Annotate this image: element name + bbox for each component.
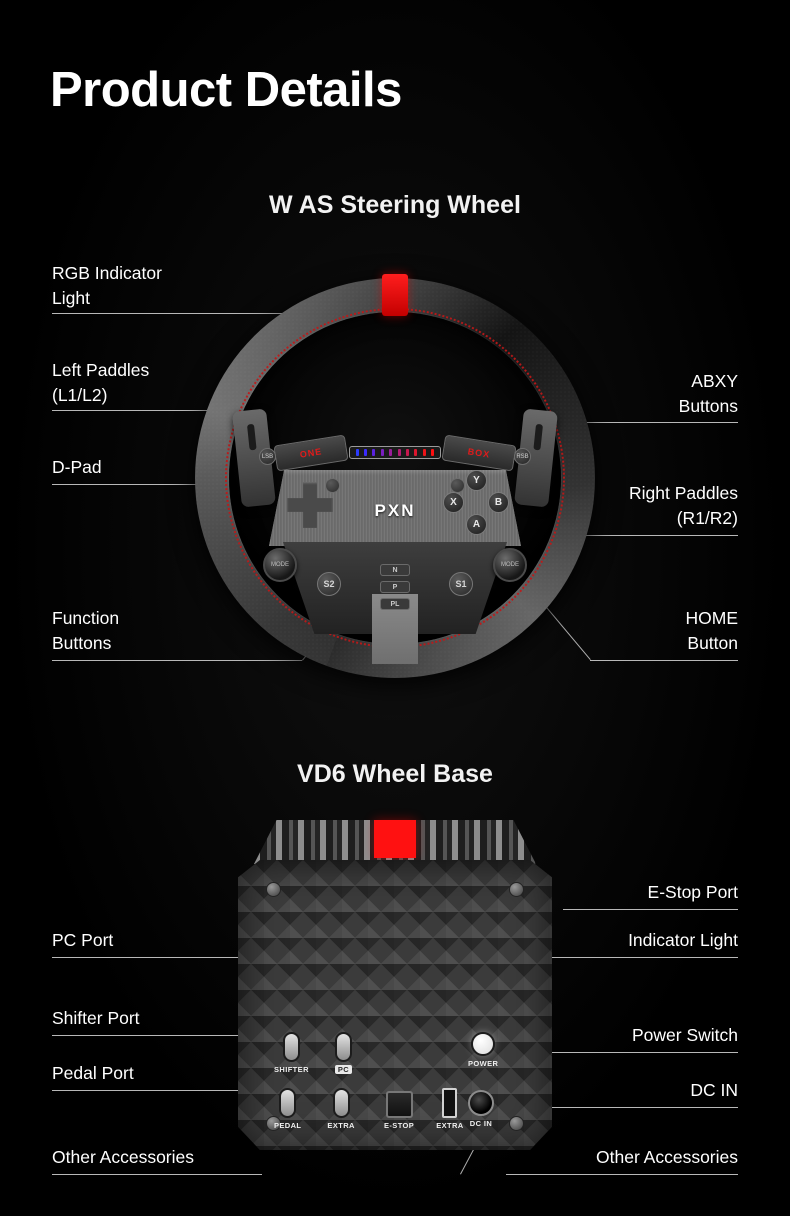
port-pedal[interactable]: PEDAL bbox=[274, 1088, 301, 1130]
callout-pedal-port: Pedal Port bbox=[52, 1063, 134, 1083]
callout-rule bbox=[550, 535, 738, 536]
button-p: P bbox=[380, 581, 410, 593]
dc-in-jack-icon bbox=[468, 1090, 494, 1116]
callout-left-paddles: Left Paddles (L1/L2) bbox=[52, 360, 150, 406]
pxn-logo: PXN bbox=[374, 501, 416, 520]
port-dc-in[interactable]: DC IN bbox=[468, 1090, 494, 1128]
port-label: PEDAL bbox=[274, 1121, 302, 1130]
hub-screw-right bbox=[450, 478, 465, 493]
callout-abxy-buttons: ABXY Buttons bbox=[678, 371, 738, 417]
callout-e-stop-port: E-Stop Port bbox=[647, 882, 738, 902]
port-e-stop[interactable]: E-STOP bbox=[384, 1091, 414, 1130]
callout-rgb-indicator-light: RGB Indicator Light bbox=[52, 263, 162, 309]
button-s1: S1 bbox=[449, 572, 473, 596]
port-label: EXTRA bbox=[436, 1121, 464, 1130]
port-label: DC IN bbox=[469, 1119, 493, 1128]
section-title-wheel-base: VD6 Wheel Base bbox=[297, 760, 493, 788]
callout-rule bbox=[52, 1035, 305, 1036]
port-row-center: E-STOP EXTRA bbox=[384, 1088, 464, 1130]
callout-pc-port: PC Port bbox=[52, 930, 114, 950]
callout-rule bbox=[52, 1174, 262, 1175]
button-y: Y bbox=[466, 470, 487, 491]
extra-jack-icon bbox=[332, 1088, 350, 1118]
rgb-indicator-light bbox=[349, 446, 441, 459]
callout-home-button: HOME Button bbox=[685, 608, 739, 654]
callout-rule bbox=[52, 484, 299, 485]
callout-function-buttons: Function Buttons bbox=[52, 608, 120, 654]
e-stop-jack-icon bbox=[385, 1091, 413, 1118]
wheel-base-image: SHIFTER PC PEDAL EXTRA E-STOP bbox=[238, 820, 552, 1150]
callout-d-pad: D-Pad bbox=[52, 457, 102, 477]
power-indicator[interactable]: POWER bbox=[468, 1032, 498, 1068]
callout-rule bbox=[52, 313, 287, 314]
callout-right-paddles: Right Paddles (R1/R2) bbox=[629, 483, 738, 529]
abxy-button-cluster: Y X B A bbox=[443, 470, 509, 536]
callout-indicator-light: Indicator Light bbox=[628, 930, 738, 950]
callout-shifter-port: Shifter Port bbox=[52, 1008, 140, 1028]
callout-rule bbox=[550, 422, 738, 423]
button-x: X bbox=[443, 492, 464, 513]
base-screw-top-right bbox=[509, 882, 524, 897]
mini-button-lsb: LSB bbox=[259, 448, 276, 465]
port-pc[interactable]: PC bbox=[334, 1032, 353, 1074]
base-screw-bottom-right bbox=[509, 1116, 524, 1131]
callout-other-accessories-left: Other Accessories bbox=[52, 1147, 194, 1167]
port-label: EXTRA bbox=[327, 1121, 355, 1130]
callout-rule bbox=[533, 957, 738, 958]
base-screw-top-left bbox=[266, 882, 281, 897]
port-shifter[interactable]: SHIFTER bbox=[274, 1032, 309, 1074]
base-red-accent bbox=[374, 820, 416, 858]
pc-jack-icon bbox=[335, 1032, 352, 1062]
port-row-bottom: PEDAL EXTRA bbox=[274, 1088, 355, 1130]
port-label: POWER bbox=[468, 1059, 499, 1068]
callout-rule bbox=[52, 660, 302, 661]
port-extra-usb[interactable]: EXTRA bbox=[436, 1088, 463, 1130]
mini-button-rsb: RSB bbox=[514, 448, 531, 465]
button-s2: S2 bbox=[317, 572, 341, 596]
callout-rule bbox=[506, 1174, 738, 1175]
callout-power-switch: Power Switch bbox=[631, 1025, 738, 1045]
callout-rule bbox=[563, 909, 738, 910]
port-label: SHIFTER bbox=[274, 1065, 309, 1074]
function-encoder-right: MODE bbox=[493, 548, 527, 582]
base-screw-bottom-left bbox=[266, 1116, 281, 1131]
section-title-steering-wheel: W AS Steering Wheel bbox=[269, 191, 521, 219]
hub-screw-left bbox=[325, 478, 340, 493]
power-indicator-light-icon bbox=[471, 1032, 496, 1056]
callout-rule bbox=[52, 410, 257, 411]
button-n: N bbox=[380, 564, 410, 576]
function-encoder-left: MODE bbox=[263, 548, 297, 582]
port-row-top: SHIFTER PC bbox=[274, 1032, 353, 1074]
callout-rule bbox=[590, 660, 738, 661]
callout-rule bbox=[52, 1090, 300, 1091]
button-b: B bbox=[488, 492, 509, 513]
pedal-jack-icon bbox=[279, 1088, 297, 1118]
callout-rule bbox=[52, 957, 347, 958]
mode-button-stack: N P PL bbox=[380, 564, 410, 610]
button-pl: PL bbox=[380, 598, 410, 610]
wheel-hub: ONE BOX LSB RSB Y X B A PXN bbox=[259, 434, 531, 664]
callout-dc-in: DC IN bbox=[690, 1080, 738, 1100]
callout-other-accessories-right: Other Accessories bbox=[596, 1147, 738, 1167]
button-a: A bbox=[466, 514, 487, 535]
port-label: PC bbox=[334, 1065, 353, 1074]
steering-wheel-image: ONE BOX LSB RSB Y X B A PXN bbox=[195, 274, 595, 678]
callout-rule bbox=[480, 1107, 738, 1108]
shifter-jack-icon bbox=[282, 1032, 300, 1062]
usb-port-icon bbox=[442, 1088, 458, 1118]
port-extra-left[interactable]: EXTRA bbox=[327, 1088, 354, 1130]
port-label: E-STOP bbox=[384, 1121, 415, 1130]
page-title: Product Details bbox=[50, 63, 402, 117]
callout-rule bbox=[533, 1052, 738, 1053]
center-marker-stripe bbox=[382, 274, 408, 316]
